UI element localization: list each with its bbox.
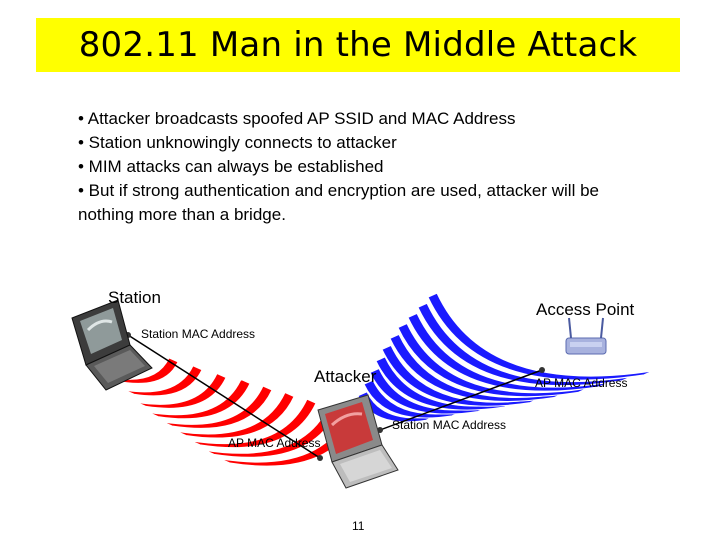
attacker-label: Attacker (314, 367, 377, 386)
page-number: 11 (352, 519, 365, 533)
title-bar: 802.11 Man in the Middle Attack (36, 18, 680, 72)
wave-band (148, 378, 251, 420)
ap-mac-label: AP MAC Address (228, 436, 321, 450)
bullet-item: • But if strong authentication and encry… (78, 181, 599, 200)
bullet-item: nothing more than a bridge. (78, 205, 286, 224)
access-point-label: Access Point (536, 300, 635, 319)
access-point-icon (565, 317, 607, 355)
station-attacker-line (127, 334, 321, 459)
ap-blue-waves (357, 292, 654, 423)
bullet-item: • MIM attacks can always be established (78, 157, 384, 176)
station-mac-label: Station MAC Address (392, 418, 507, 432)
ap-endpoint-dot (539, 367, 545, 373)
wave-band (162, 385, 273, 429)
attacker-station-endpoint-dot (317, 455, 323, 461)
wave-band (136, 372, 227, 409)
wave-band (427, 292, 654, 381)
ap-mac-label: AP MAC Address (535, 376, 628, 390)
station-mac-label: Station MAC Address (141, 327, 256, 341)
slide-title: 802.11 Man in the Middle Attack (78, 25, 638, 65)
attacker-ap-line (379, 369, 543, 431)
attacker-laptop-icon (317, 394, 399, 489)
wave-band (204, 405, 339, 458)
bullet-item: • Station unknowingly connects to attack… (78, 133, 397, 152)
bullet-item: • Attacker broadcasts spoofed AP SSID an… (78, 109, 516, 128)
station-label: Station (108, 288, 161, 307)
bullet-list: • Attacker broadcasts spoofed AP SSID an… (78, 107, 678, 227)
wave-band (176, 391, 295, 439)
wave-band (124, 365, 203, 397)
station-laptop-icon (71, 299, 153, 391)
